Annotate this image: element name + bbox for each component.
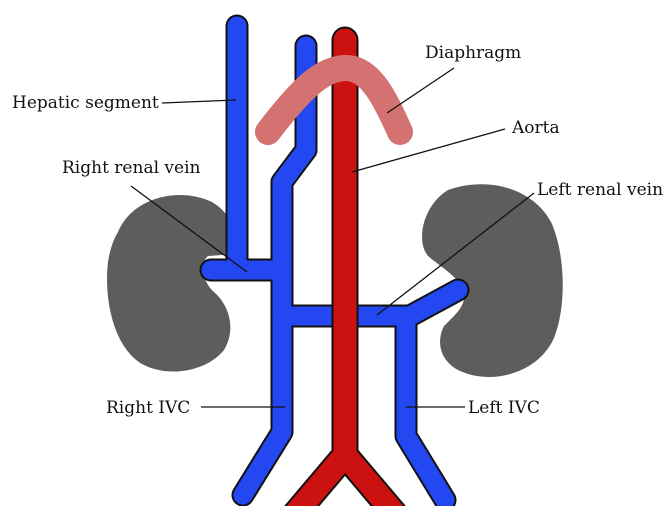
left-kidney: [422, 184, 563, 377]
label-hepatic-segment: Hepatic segment: [12, 93, 159, 113]
hepatic-segment-leader: [162, 100, 236, 103]
label-left-ivc: Left IVC: [468, 398, 540, 418]
label-right-ivc: Right IVC: [106, 398, 190, 418]
aorta-leader: [352, 129, 505, 172]
label-diaphragm: Diaphragm: [425, 43, 521, 63]
label-left-renal-vein: Left renal vein: [537, 180, 663, 200]
label-aorta: Aorta: [511, 118, 560, 138]
label-right-renal-vein: Right renal vein: [62, 158, 201, 178]
right-kidney: [107, 195, 237, 372]
diaphragm-leader: [387, 68, 454, 113]
